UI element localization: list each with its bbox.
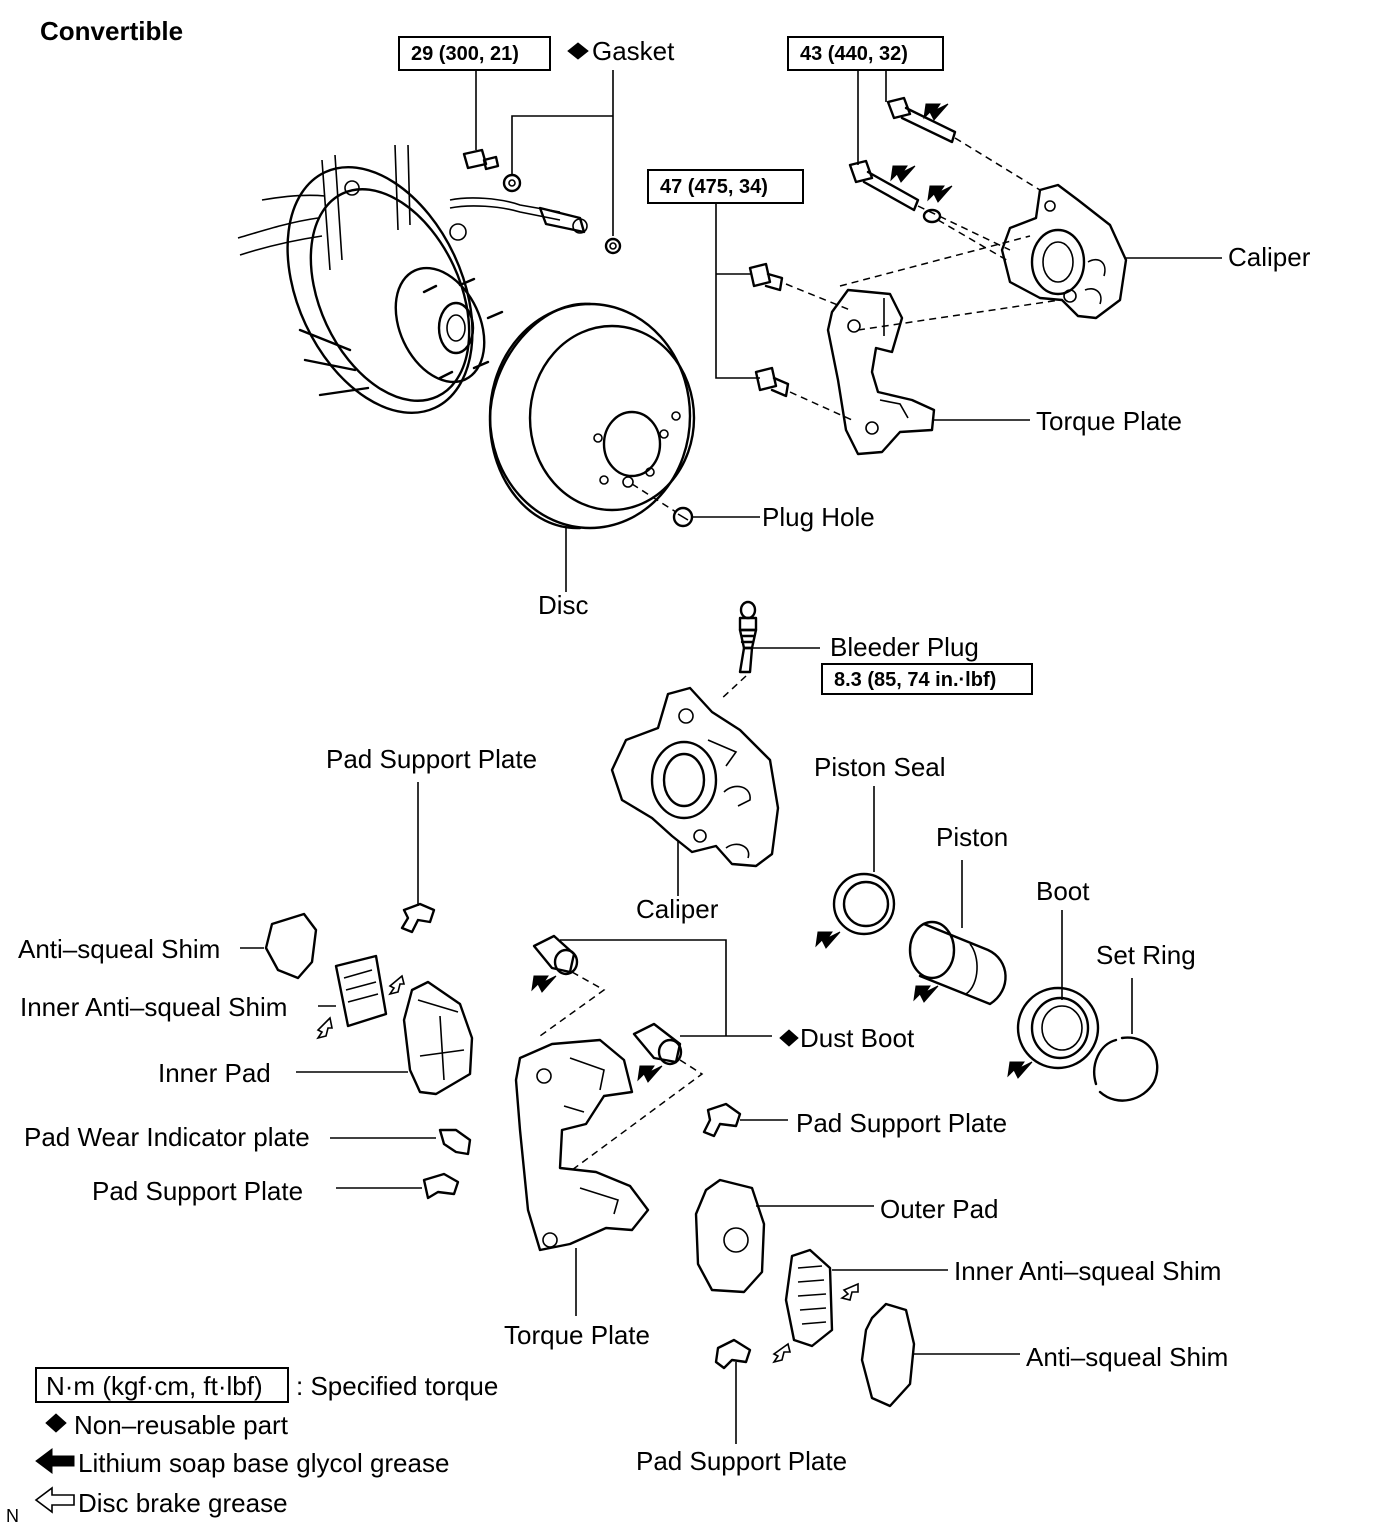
legend-disc-grease-arrow-icon — [34, 1486, 75, 1514]
bushing — [922, 208, 942, 224]
disc-grease-arrow — [316, 1016, 333, 1040]
anti-squeal-shim-right — [860, 1302, 916, 1408]
pad-support-plate-label-4: Pad Support Plate — [636, 1446, 847, 1476]
lithium-grease-arrow — [1007, 1061, 1033, 1079]
legend-lithium: Lithium soap base glycol grease — [78, 1448, 449, 1478]
legend-disc-grease: Disc brake grease — [78, 1488, 288, 1518]
lithium-grease-arrow — [890, 165, 916, 183]
caliper-top — [1000, 183, 1128, 320]
dust-boot-label: Dust Boot — [800, 1023, 915, 1053]
legend-diamond-icon — [45, 1413, 67, 1433]
disc-grease-arrow — [840, 1282, 859, 1301]
anti-squeal-shim-left-label: Anti–squeal Shim — [18, 934, 220, 964]
disc-grease-arrow — [388, 974, 406, 996]
inner-anti-squeal-shim-right-label: Inner Anti–squeal Shim — [954, 1256, 1221, 1286]
dust-boot-upper — [532, 934, 579, 976]
lithium-grease-arrow — [531, 975, 557, 993]
torque-plate-top-label: Torque Plate — [1036, 406, 1182, 436]
pad-support-plate-2 — [422, 1172, 460, 1200]
union-bolt — [462, 148, 500, 171]
torque-box-8-3 — [821, 663, 1033, 695]
gasket-washer-2 — [604, 237, 622, 255]
disc-grease-arrow — [772, 1342, 792, 1364]
pad-support-plate-4 — [714, 1338, 752, 1370]
outer-pad-label: Outer Pad — [880, 1194, 999, 1224]
inner-pad — [402, 980, 474, 1096]
caliper-slide-bolt-lower — [848, 159, 920, 212]
legend-unit-box — [35, 1367, 289, 1403]
caliper-label: Caliper — [636, 894, 719, 924]
pad-wear-indicator-plate — [438, 1128, 472, 1156]
torque-box-43 — [787, 36, 944, 71]
inner-anti-squeal-shim-left-label: Inner Anti–squeal Shim — [20, 992, 287, 1022]
torque-box-29 — [398, 36, 551, 71]
torque-value-43: 43 (440, 32) — [800, 43, 908, 65]
caliper-middle — [610, 686, 780, 868]
inner-anti-squeal-shim-left — [334, 954, 388, 1028]
torque-plate-label: Torque Plate — [504, 1320, 650, 1350]
lithium-grease-arrow — [927, 185, 953, 203]
caliper-slide-bolt-upper — [886, 96, 957, 144]
legend-unit-text: N·m (kgf·cm, ft·lbf) — [46, 1371, 263, 1401]
diagram-title: Convertible — [40, 16, 183, 46]
torque-plate-top — [826, 288, 936, 456]
piston — [908, 920, 1007, 1006]
dust-boot-lower — [632, 1022, 683, 1066]
torque-value-8-3: 8.3 (85, 74 in.·lbf) — [834, 669, 996, 691]
lithium-grease-arrow — [913, 985, 939, 1003]
non-reusable-diamond — [779, 1029, 799, 1047]
torque-plate-lower — [514, 1038, 650, 1252]
torque-value-29: 29 (300, 21) — [411, 43, 519, 65]
boot-label: Boot — [1036, 876, 1090, 906]
corner-mark: N — [6, 1506, 19, 1526]
legend-unit-desc: : Specified torque — [296, 1371, 498, 1401]
gasket-washer-1 — [502, 173, 522, 193]
anti-squeal-shim-right-label: Anti–squeal Shim — [1026, 1342, 1228, 1372]
outer-pad — [694, 1178, 766, 1294]
legend-lithium-arrow-icon — [35, 1448, 75, 1474]
boot — [1016, 986, 1100, 1070]
piston-seal-label: Piston Seal — [814, 752, 946, 782]
lithium-grease-arrow — [637, 1065, 663, 1083]
piston-label: Piston — [936, 822, 1008, 852]
torque-value-47: 47 (475, 34) — [660, 176, 768, 198]
inner-anti-squeal-shim-right — [784, 1248, 834, 1348]
lithium-grease-arrow — [815, 931, 841, 949]
anti-squeal-shim-left — [264, 912, 318, 980]
torque-box-47 — [647, 169, 804, 204]
pad-support-plate-1 — [400, 902, 436, 934]
legend: N·m (kgf·cm, ft·lbf) : Specified torque … — [34, 1367, 498, 1518]
bleeder-plug-label: Bleeder Plug — [830, 632, 979, 662]
inner-pad-label: Inner Pad — [158, 1058, 271, 1088]
caliper-top-label: Caliper — [1228, 242, 1311, 272]
torque-plate-bolt-lower — [754, 366, 790, 398]
gasket-label: Gasket — [592, 36, 675, 66]
set-ring-label: Set Ring — [1096, 940, 1196, 970]
lithium-grease-arrow — [923, 103, 949, 121]
plug-hole-label: Plug Hole — [762, 502, 875, 532]
disc-label: Disc — [538, 590, 589, 620]
pad-wear-indicator-label: Pad Wear Indicator plate — [24, 1122, 310, 1152]
brake-hose-fitting — [538, 206, 588, 234]
non-reusable-diamond — [567, 42, 589, 60]
set-ring — [1093, 1036, 1159, 1102]
piston-seal — [832, 872, 896, 936]
legend-non-reusable: Non–reusable part — [74, 1410, 289, 1440]
pad-support-plate-label-1: Pad Support Plate — [326, 744, 537, 774]
backing-plate-hub — [237, 144, 561, 415]
bleeder-plug — [738, 600, 758, 674]
pad-support-plate-label-3: Pad Support Plate — [796, 1108, 1007, 1138]
pad-support-plate-label-2: Pad Support Plate — [92, 1176, 303, 1206]
pad-support-plate-3 — [702, 1102, 742, 1138]
disc — [488, 302, 696, 530]
plug-hole — [672, 506, 694, 528]
torque-plate-bolt-upper — [748, 262, 784, 292]
